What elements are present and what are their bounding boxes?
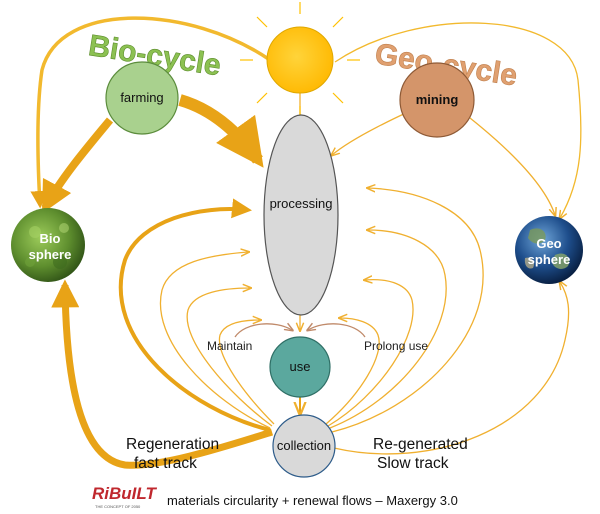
farming-to-processing-arrow: [178, 94, 264, 168]
processing-label: processing: [270, 196, 333, 211]
footer-caption: materials circularity + renewal flows – …: [167, 493, 458, 508]
right-loop-outer: [331, 188, 484, 433]
regeneration-label-line2: fast track: [134, 455, 197, 472]
farming-node: farming: [105, 61, 179, 135]
geosphere-label-line2: sphere: [528, 252, 571, 267]
regeneration-label-line1: Regeneration: [126, 436, 219, 453]
right-loop-3: [327, 280, 414, 427]
regeneration-fast-track-arrow: [51, 279, 274, 469]
geosphere-label-line1: Geo: [536, 236, 561, 251]
left-loop-3: [186, 288, 273, 427]
prolong-use-arc: [308, 324, 366, 338]
ribuilt-logo: RiBuILT THE CONCEPT OF 2050: [92, 484, 158, 509]
farming-to-biosphere-arrow: [41, 117, 114, 214]
prolong-use-label: Prolong use: [364, 339, 428, 353]
right-loop-4: [325, 318, 380, 425]
geosphere-globe-icon: Geo sphere: [515, 216, 583, 284]
use-node: use: [269, 336, 331, 398]
left-loop-2: [159, 252, 271, 429]
mining-to-geosphere-arrow: [469, 117, 555, 215]
left-loop-4: [218, 320, 275, 425]
right-loop-2: [329, 230, 447, 429]
biosphere-label-line2: sphere: [29, 247, 72, 262]
logo-text: RiBuILT: [92, 484, 158, 503]
regenerated-label-line1: Re-generated: [373, 436, 468, 453]
processing-node: processing: [263, 114, 339, 316]
collection-label: collection: [277, 438, 331, 453]
mining-to-processing-arrow: [332, 111, 409, 155]
biosphere-globe-icon: Bio sphere: [11, 208, 85, 282]
use-label: use: [290, 359, 311, 374]
maintain-label: Maintain: [207, 339, 252, 353]
sun-to-geosphere-arc: [334, 22, 582, 218]
collection-node: collection: [272, 414, 336, 478]
mining-node: mining: [399, 62, 475, 138]
regenerated-label-line2: Slow track: [377, 455, 449, 472]
logo-tagline: THE CONCEPT OF 2050: [95, 504, 141, 509]
biosphere-label-line1: Bio: [40, 231, 61, 246]
left-loop-outer: [118, 198, 271, 432]
farming-label: farming: [120, 90, 163, 105]
mining-label: mining: [416, 92, 459, 107]
sun-icon: [240, 2, 360, 118]
regenerated-slow-track-arrow: [333, 282, 570, 455]
sun-to-biosphere-arc: [30, 16, 271, 209]
maintain-arc: [234, 324, 292, 338]
